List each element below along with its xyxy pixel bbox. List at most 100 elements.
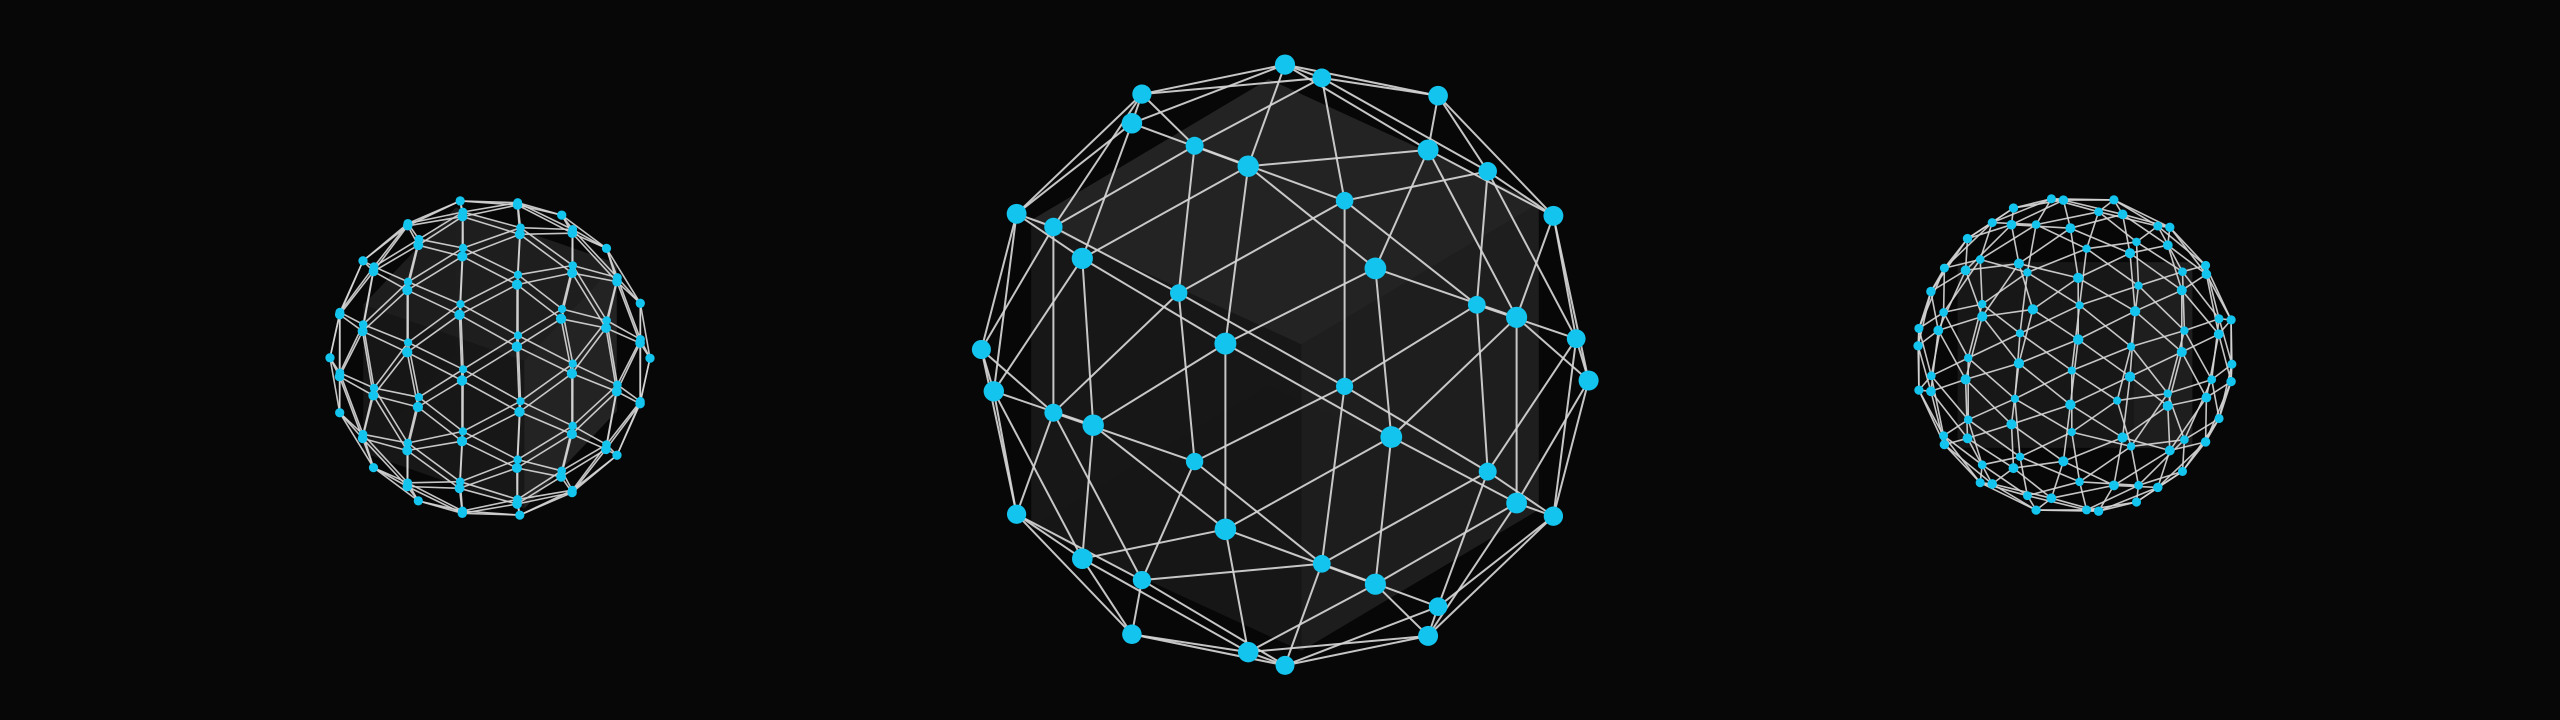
wire-edge xyxy=(462,201,519,213)
vertex-node xyxy=(2201,392,2212,403)
wire-edge xyxy=(517,264,574,276)
wire-edge xyxy=(458,467,518,490)
center-geodesic-sphere xyxy=(971,54,1599,675)
wire-edge xyxy=(373,341,409,389)
wire-edge xyxy=(1942,418,1969,437)
wire-edge xyxy=(992,212,1018,393)
wire-edge xyxy=(571,433,607,451)
vertex-node xyxy=(1170,284,1188,302)
wire-edge xyxy=(2014,369,2073,400)
wire-edge xyxy=(1552,337,1578,518)
wire-edge xyxy=(1967,418,1983,466)
wire-edge xyxy=(372,466,420,502)
vertex-node xyxy=(2015,452,2025,462)
wire-edge xyxy=(407,341,464,371)
vertex-node xyxy=(459,365,468,374)
wire-edge xyxy=(2071,345,2132,372)
vertex-node xyxy=(511,279,523,290)
vertex-node xyxy=(1185,452,1204,471)
wire-edge xyxy=(462,226,522,249)
wire-edge xyxy=(1981,315,2020,365)
vertex-node xyxy=(368,462,379,473)
wire-edge xyxy=(1515,379,1590,504)
wire-edge xyxy=(1284,562,1323,667)
vertex-node xyxy=(1417,139,1439,161)
wire-edge xyxy=(2026,247,2088,274)
wire-edge xyxy=(1942,311,1969,359)
wire-edge xyxy=(2157,470,2184,489)
wire-edge xyxy=(2018,308,2034,365)
vertex-node xyxy=(2207,375,2217,384)
wire-edge xyxy=(1930,378,1967,393)
vertex-node xyxy=(513,455,522,464)
wire-edge xyxy=(2069,403,2124,439)
vertex-node xyxy=(567,487,577,498)
vertex-node xyxy=(1478,462,1497,481)
wire-edge xyxy=(1964,378,1969,440)
wire-edge xyxy=(2166,392,2186,441)
wire-edge xyxy=(1247,148,1430,168)
vertex-node xyxy=(1335,377,1354,396)
wire-edge xyxy=(519,226,574,267)
vertex-node xyxy=(402,445,413,456)
vertex-node xyxy=(1977,311,1988,322)
vertex-node xyxy=(1926,386,1936,397)
vertex-node xyxy=(403,438,413,448)
vertex-node xyxy=(369,262,379,272)
wire-edge xyxy=(571,228,619,279)
vertex-node xyxy=(2108,480,2119,491)
wire-edge xyxy=(459,200,519,204)
vertex-node xyxy=(2129,306,2141,317)
vertex-node xyxy=(2010,394,2020,403)
vertex-node xyxy=(412,401,424,413)
vertex-node xyxy=(357,326,368,337)
wire-edge xyxy=(458,283,518,316)
vertex-node xyxy=(2176,285,2187,296)
wire-edge xyxy=(373,222,409,268)
vertex-node xyxy=(568,225,578,234)
wire-edge xyxy=(571,264,619,279)
wire-edge xyxy=(1092,342,1227,427)
wire-edge xyxy=(1967,332,2021,359)
vertex-node xyxy=(2214,413,2224,424)
wire-edge xyxy=(1140,93,1196,147)
vertex-node xyxy=(2180,326,2189,335)
wire-edge xyxy=(417,244,464,258)
wire-edge xyxy=(1374,148,1430,270)
wire-edge xyxy=(461,345,518,382)
wire-edge xyxy=(2077,310,2136,341)
vertex-node xyxy=(457,251,468,262)
vertex-node xyxy=(403,338,413,347)
wire-edge xyxy=(2035,198,2053,226)
vertex-node xyxy=(2180,435,2189,445)
wire-edge xyxy=(2035,211,2100,226)
wire-edge xyxy=(1247,165,1377,270)
vertex-node xyxy=(1185,136,1204,155)
inner-cube-face xyxy=(1031,79,1539,345)
wire-edge xyxy=(1052,411,1196,463)
wire-edge xyxy=(1284,63,1440,97)
wire-edge xyxy=(1081,165,1250,260)
vertex-node xyxy=(1939,308,1948,317)
wire-edge xyxy=(339,265,375,314)
wire-edge xyxy=(2130,329,2186,348)
wire-edge xyxy=(2078,480,2140,487)
wire-edge xyxy=(516,469,563,501)
vertex-node xyxy=(368,390,379,401)
vertex-node xyxy=(611,386,622,397)
wire-edge xyxy=(1052,144,1196,228)
wire-edge xyxy=(1981,271,2029,305)
vertex-node xyxy=(2178,267,2187,277)
wire-edge xyxy=(1930,390,1969,440)
wire-edge xyxy=(1374,502,1518,586)
vertex-node xyxy=(1963,415,1973,424)
wire-edge xyxy=(1343,170,1489,202)
wire-edge xyxy=(516,201,574,231)
wire-edge xyxy=(462,430,519,461)
wire-edge xyxy=(2116,392,2169,402)
wire-edge xyxy=(1177,292,1196,463)
vertex-node xyxy=(2082,244,2091,253)
wire-edge xyxy=(339,372,375,389)
wire-edge xyxy=(2032,277,2079,311)
wire-edge xyxy=(571,372,618,393)
